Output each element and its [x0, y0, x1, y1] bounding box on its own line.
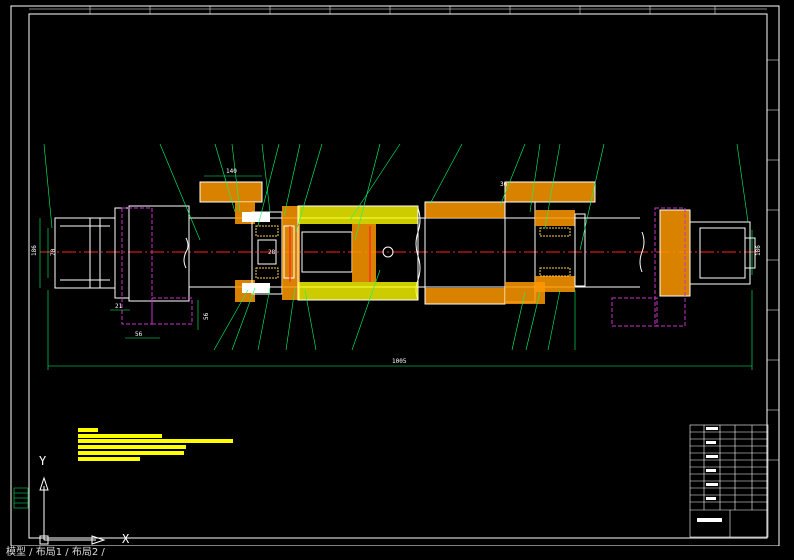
layout-tabs-text[interactable]: 模型 / 布局1 / 布局2 / — [6, 547, 105, 558]
ucs-y-label: Y — [39, 454, 47, 468]
dim-left-dia-inner: 70 — [50, 248, 57, 256]
right-hidden-block — [611, 207, 686, 327]
dim-small-56: 56 — [135, 331, 143, 338]
central-sleeve — [289, 205, 419, 301]
technical-notes — [78, 428, 233, 461]
ucs-x-label: X — [122, 532, 130, 546]
title-block-fills — [697, 427, 722, 522]
dim-small-56b: 56 — [203, 312, 210, 320]
left-flange — [199, 181, 270, 302]
leader-lines — [43, 143, 749, 351]
left-end-housing — [54, 205, 190, 302]
dim-flange-width: 140 — [226, 168, 237, 175]
layout-tab-bar[interactable]: 模型 / 布局1 / 布局2 / — [0, 546, 794, 560]
dim-right-36: 36 — [500, 181, 508, 188]
title-block — [689, 424, 769, 538]
ucs-icon — [39, 476, 106, 545]
left-hidden-block — [121, 207, 193, 325]
dimension-lines — [39, 175, 753, 370]
top-grid-strip — [29, 6, 767, 14]
dim-left-dia-outer: 186 — [31, 245, 38, 256]
right-sleeve — [424, 201, 506, 305]
sheet-inner-frame — [28, 13, 768, 539]
dim-overall-length: 1005 — [392, 358, 407, 365]
left-grid-strip — [13, 487, 29, 509]
right-grid-strip — [767, 59, 779, 461]
dim-right-dia: 186 — [755, 245, 762, 256]
right-end-housing — [659, 209, 756, 297]
dim-small-21: 21 — [115, 303, 123, 310]
left-bearing-hub — [251, 206, 300, 300]
dim-center-28: 28 — [268, 249, 276, 256]
